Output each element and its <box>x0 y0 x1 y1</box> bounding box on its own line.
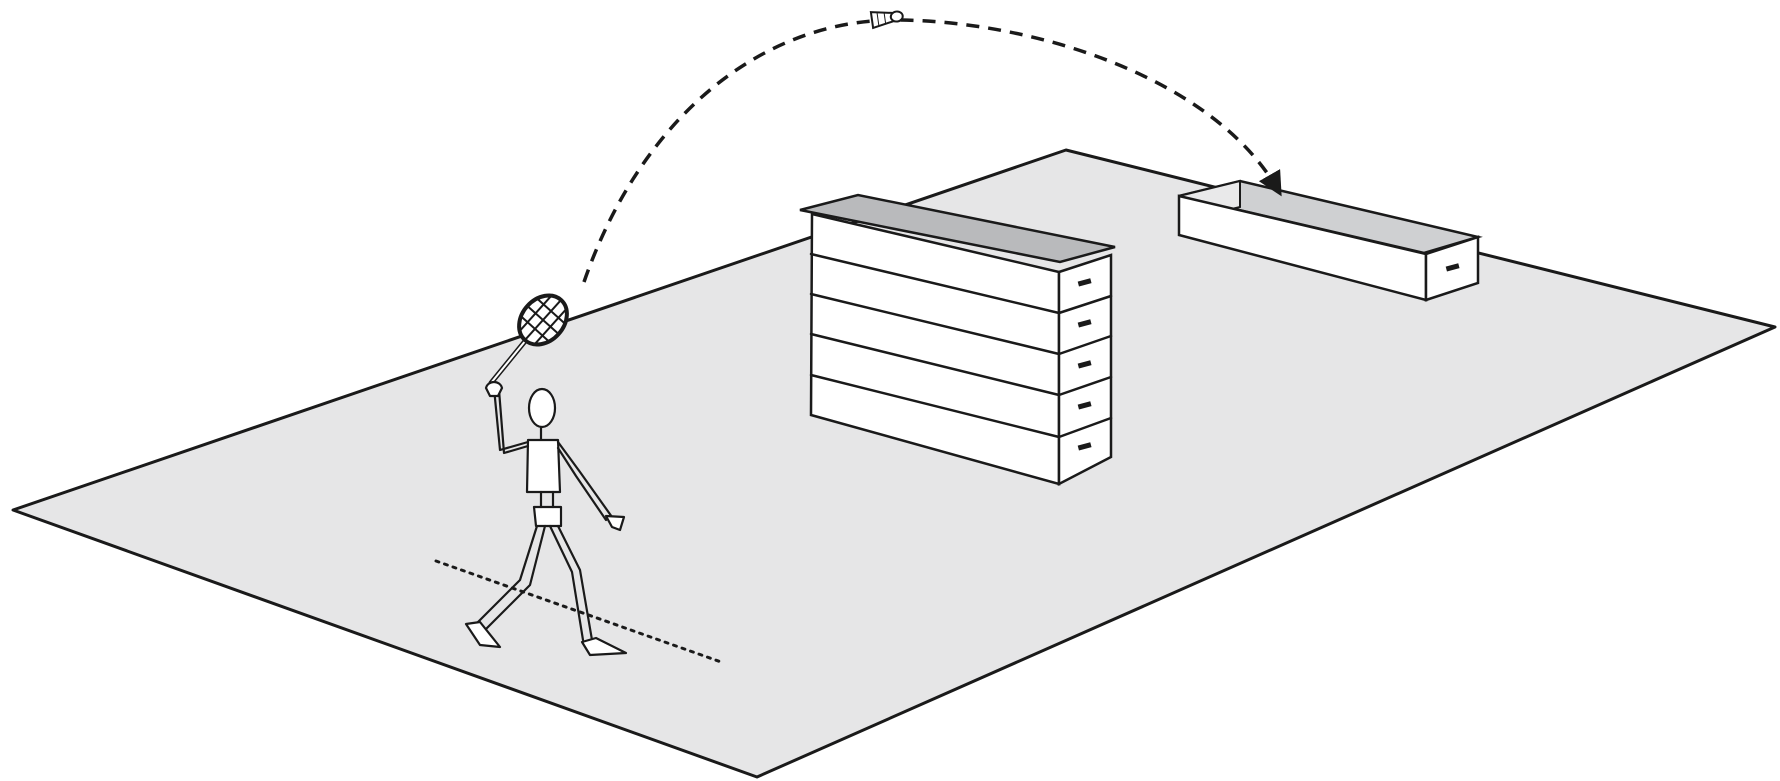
player-shorts <box>532 505 563 528</box>
handle <box>1077 278 1092 287</box>
stacked-box-top <box>799 193 1116 264</box>
handle <box>1077 360 1092 369</box>
target-box <box>1177 179 1483 302</box>
stick-figure-player <box>464 380 628 657</box>
handle <box>1077 442 1092 451</box>
target-box-handle <box>1445 263 1460 272</box>
start-line <box>434 559 726 665</box>
player-right-leg <box>556 524 594 642</box>
court-floor <box>11 148 1777 779</box>
handle <box>1077 401 1092 410</box>
badminton-racket-icon <box>488 293 569 386</box>
player-left-arm <box>492 386 530 452</box>
player-right-arm <box>556 440 614 519</box>
player-left-foot <box>464 620 502 649</box>
stacked-box-handles <box>1077 278 1092 451</box>
stacked-box-segment-lines <box>809 252 1061 439</box>
stacked-box-obstacle <box>799 193 1116 487</box>
player-right-foot <box>580 636 628 657</box>
stacked-box-end <box>1057 253 1113 487</box>
player-left-leg <box>473 524 539 627</box>
player-head <box>527 387 557 429</box>
player-torso <box>525 438 562 494</box>
stacked-box-end-segment-lines <box>1057 294 1113 439</box>
shuttlecock-icon <box>869 10 904 30</box>
handle <box>1077 319 1092 328</box>
